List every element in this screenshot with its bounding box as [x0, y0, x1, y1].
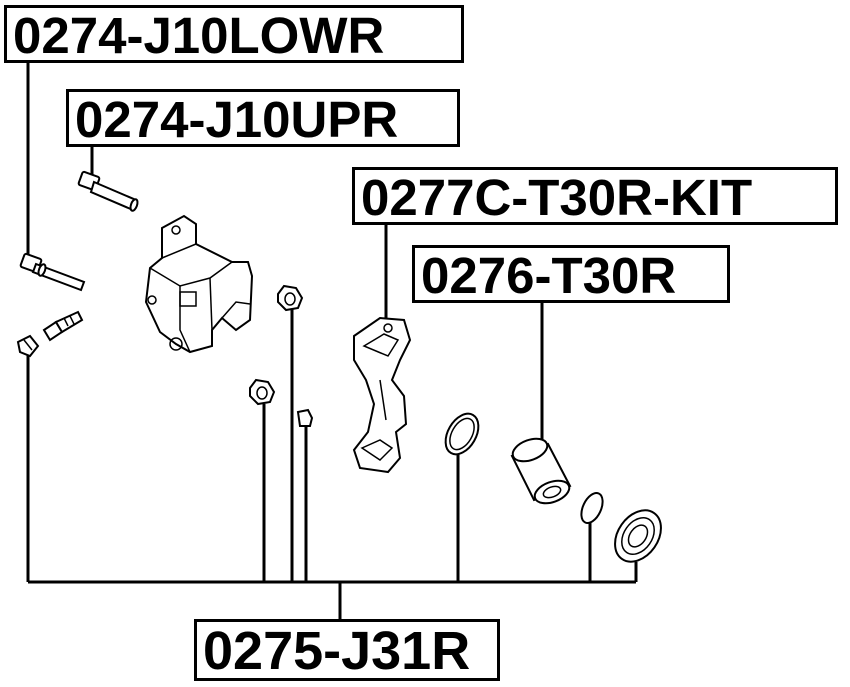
bleeder-screw-icon [42, 310, 84, 342]
pin-boot-icon [277, 284, 304, 312]
dust-boot-icon [614, 509, 662, 563]
piston-ring-icon [580, 492, 604, 524]
part-number-bracket-kit: 0277C-T30R-KIT [352, 167, 838, 225]
bleeder-cap-icon [16, 334, 40, 358]
piston-seal-icon [444, 412, 480, 456]
bushing-icon [296, 408, 314, 427]
piston-icon [510, 437, 572, 505]
part-number-repair-kit: 0275-J31R [194, 619, 500, 681]
caliper-bracket-icon [352, 316, 412, 474]
part-number-guide-pin-lower: 0274-J10LOWR [4, 5, 464, 63]
guide-pin-upper-icon [77, 170, 139, 212]
part-number-guide-pin-upper: 0274-J10UPR [66, 89, 460, 147]
part-number-piston: 0276-T30R [412, 245, 730, 303]
leader-lines [26, 62, 638, 620]
caliper-housing-icon [144, 214, 254, 354]
guide-pin-lower-icon [19, 252, 86, 292]
pin-boot-lower-icon [249, 378, 276, 406]
